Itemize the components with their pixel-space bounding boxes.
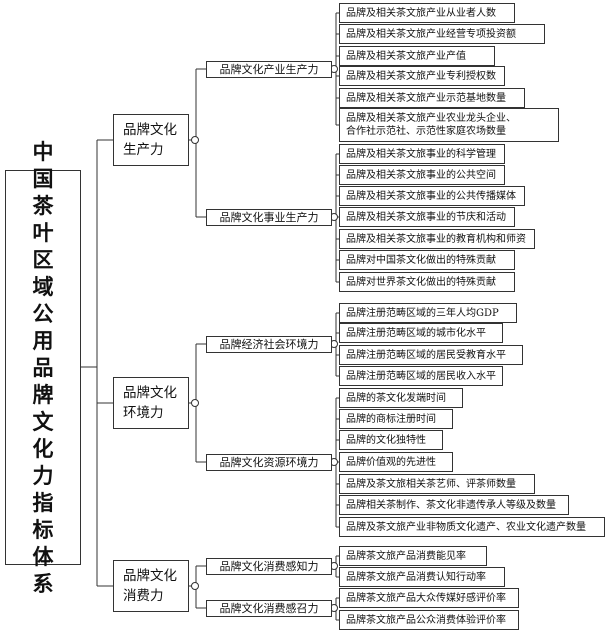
indicator-node: 品牌及相关茶文旅产业经营专项投资额: [339, 24, 545, 44]
category-label: 品牌经济社会环境力: [219, 337, 319, 351]
indicator-label: 品牌对世界茶文化做出的特殊贡献: [346, 276, 496, 288]
indicator-node: 品牌及相关茶文旅产业示范基地数量: [339, 88, 525, 108]
dimension-label-line: 生产力: [123, 142, 164, 158]
category-label: 品牌文化消费感知力: [219, 559, 319, 573]
indicator-label: 品牌及相关茶文旅事业的科学管理: [346, 148, 496, 160]
category-node: 品牌经济社会环境力: [206, 335, 332, 353]
indicator-node: 品牌价值观的先进性: [339, 452, 453, 472]
category-label: 品牌文化资源环境力: [219, 455, 319, 469]
category-label: 品牌文化消费感召力: [219, 601, 319, 615]
indicator-node: 品牌及相关茶文旅事业的公共传播媒体: [339, 186, 525, 206]
indicator-node: 品牌注册范畴区域的城市化水平: [339, 323, 503, 343]
indicator-label: 品牌茶文旅产品消费能见率: [346, 550, 466, 562]
indicator-label: 品牌注册范畴区域的城市化水平: [346, 327, 486, 339]
indicator-label: 品牌注册范畴区域的居民收入水平: [346, 370, 496, 382]
dimension-node: 品牌文化生产力: [113, 114, 189, 166]
indicator-label: 品牌注册范畴区域的三年人均GDP: [346, 307, 499, 319]
indicator-label: 品牌相关茶制作、茶文化非遗传承人等级及数量: [346, 499, 556, 511]
indicator-node: 品牌的茶文化发端时间: [339, 388, 463, 408]
branch-connector-circle: [191, 582, 199, 590]
category-node: 品牌文化产业生产力: [206, 60, 332, 78]
indicator-label: 品牌及相关茶文旅事业的节庆和活动: [346, 211, 506, 223]
indicator-label: 品牌对中国茶文化做出的特殊贡献: [346, 254, 496, 266]
dimension-label-line: 品牌文化: [123, 385, 177, 401]
indicator-label-line: 品牌及相关茶文旅产业农业龙头企业、: [346, 113, 516, 124]
dimension-label: 品牌文化生产力: [123, 120, 177, 160]
indicator-node: 品牌及相关茶文旅产业农业龙头企业、合作社示范社、示范性家庭农场数量: [339, 108, 559, 142]
indicator-node: 品牌茶文旅产品公众消费体验评价率: [339, 610, 519, 630]
indicator-label: 品牌及茶文旅产业非物质文化遗产、农业文化遗产数量: [346, 521, 586, 533]
indicator-label: 品牌及相关茶文旅产业经营专项投资额: [346, 28, 516, 40]
indicator-node: 品牌对中国茶文化做出的特殊贡献: [339, 250, 515, 270]
indicator-node: 品牌及相关茶文旅事业的科学管理: [339, 144, 505, 164]
dimension-label-line: 品牌文化: [123, 568, 177, 584]
indicator-node: 品牌茶文旅产品消费认知行动率: [339, 567, 505, 587]
indicator-label: 品牌价值观的先进性: [346, 456, 436, 468]
dimension-label-line: 环境力: [123, 405, 164, 421]
indicator-label: 品牌及茶文旅相关茶艺师、评茶师数量: [346, 478, 516, 490]
branch-connector-circle: [191, 399, 199, 407]
indicator-label: 品牌的文化独特性: [346, 434, 426, 446]
indicator-node: 品牌注册范畴区域的居民收入水平: [339, 366, 503, 386]
category-node: 品牌文化消费感知力: [206, 557, 332, 575]
indicator-label: 品牌及相关茶文旅产业从业者人数: [346, 7, 496, 19]
indicator-label: 品牌茶文旅产品大众传媒好感评价率: [346, 592, 506, 604]
indicator-node: 品牌及茶文旅产业非物质文化遗产、农业文化遗产数量: [339, 517, 605, 537]
indicator-node: 品牌及相关茶文旅事业的教育机构和师资: [339, 229, 535, 249]
category-label: 品牌文化事业生产力: [219, 210, 319, 224]
dimension-label: 品牌文化环境力: [123, 383, 177, 423]
indicator-node: 品牌及相关茶文旅产业专利授权数: [339, 66, 505, 86]
indicator-label: 品牌及相关茶文旅产业产值: [346, 50, 466, 62]
indicator-node: 品牌茶文旅产品消费能见率: [339, 546, 487, 566]
root-title: 中国茶叶区域公用品牌文化力指标体系: [32, 139, 54, 596]
indicator-node: 品牌对世界茶文化做出的特殊贡献: [339, 272, 515, 292]
category-label: 品牌文化产业生产力: [219, 62, 319, 76]
indicator-node: 品牌及相关茶文旅事业的节庆和活动: [339, 207, 515, 227]
indicator-label: 品牌茶文旅产品公众消费体验评价率: [346, 614, 506, 626]
indicator-node: 品牌及茶文旅相关茶艺师、评茶师数量: [339, 474, 535, 494]
indicator-node: 品牌的文化独特性: [339, 430, 443, 450]
indicator-label: 品牌及相关茶文旅产业农业龙头企业、合作社示范社、示范性家庭农场数量: [346, 112, 516, 138]
indicator-label: 品牌的茶文化发端时间: [346, 392, 446, 404]
indicator-label: 品牌及相关茶文旅产业示范基地数量: [346, 92, 506, 104]
indicator-label: 品牌及相关茶文旅产业专利授权数: [346, 70, 496, 82]
root-node: 中国茶叶区域公用品牌文化力指标体系: [5, 139, 81, 596]
indicator-label: 品牌注册范畴区域的居民受教育水平: [346, 349, 506, 361]
indicator-node: 品牌及相关茶文旅产业从业者人数: [339, 3, 515, 23]
indicator-node: 品牌茶文旅产品大众传媒好感评价率: [339, 588, 519, 608]
indicator-label: 品牌茶文旅产品消费认知行动率: [346, 571, 486, 583]
indicator-label: 品牌的商标注册时间: [346, 413, 436, 425]
indicator-label: 品牌及相关茶文旅事业的教育机构和师资: [346, 233, 526, 245]
dimension-label-line: 消费力: [123, 588, 164, 604]
indicator-label-line: 合作社示范社、示范性家庭农场数量: [346, 126, 506, 137]
indicator-node: 品牌及相关茶文旅事业的公共空间: [339, 165, 505, 185]
indicator-node: 品牌及相关茶文旅产业产值: [339, 46, 495, 66]
category-node: 品牌文化消费感召力: [206, 599, 332, 617]
indicator-label: 品牌及相关茶文旅事业的公共传播媒体: [346, 190, 516, 202]
dimension-label-line: 品牌文化: [123, 122, 177, 138]
category-node: 品牌文化资源环境力: [206, 453, 332, 471]
indicator-node: 品牌注册范畴区域的居民受教育水平: [339, 345, 523, 365]
indicator-node: 品牌相关茶制作、茶文化非遗传承人等级及数量: [339, 495, 569, 515]
dimension-node: 品牌文化消费力: [113, 560, 189, 612]
branch-connector-circle: [191, 136, 199, 144]
dimension-label: 品牌文化消费力: [123, 566, 177, 606]
indicator-label: 品牌及相关茶文旅事业的公共空间: [346, 169, 496, 181]
indicator-node: 品牌注册范畴区域的三年人均GDP: [339, 303, 517, 323]
dimension-node: 品牌文化环境力: [113, 377, 189, 429]
category-node: 品牌文化事业生产力: [206, 208, 332, 226]
indicator-node: 品牌的商标注册时间: [339, 409, 453, 429]
